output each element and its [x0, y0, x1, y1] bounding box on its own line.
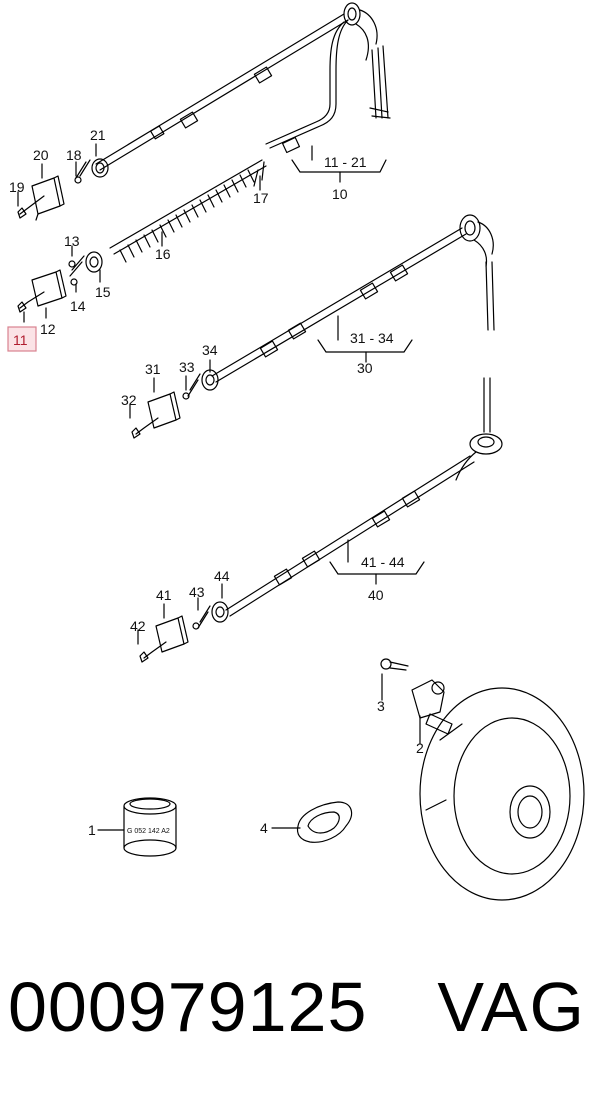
callout-15: 15: [95, 284, 111, 300]
callout-4: 4: [260, 820, 268, 836]
spring-16: [17, 159, 267, 313]
callout-18: 18: [66, 147, 82, 163]
highlight-box-11: [7, 326, 37, 352]
exploded-parts-diagram: 21 20 18 19 17 11 - 21 10 13 16 15 14 12…: [7, 2, 585, 901]
callout-12: 12: [40, 321, 56, 337]
cable-assembly-40: [139, 377, 503, 663]
callout-11: 11: [13, 332, 28, 348]
footer: 000979125 VAG: [0, 962, 600, 1062]
callout-16: 16: [155, 246, 171, 262]
callout-40: 40: [368, 587, 384, 603]
callout-32: 32: [121, 392, 137, 408]
callout-31-34: 31 - 34: [350, 330, 394, 346]
callout-41: 41: [156, 587, 172, 603]
callout-19: 19: [9, 179, 25, 195]
callout-14: 14: [70, 298, 86, 314]
callout-42: 42: [130, 618, 146, 634]
callout-21: 21: [90, 127, 106, 143]
callout-43: 43: [189, 584, 205, 600]
callout-20: 20: [33, 147, 49, 163]
brand-name: VAG: [437, 968, 586, 1046]
callout-1: 1: [88, 822, 96, 838]
callout-33: 33: [179, 359, 195, 375]
cable-assembly-10: [17, 2, 391, 221]
brake-disc: [419, 687, 585, 901]
callout-30: 30: [357, 360, 373, 376]
callout-31: 31: [145, 361, 161, 377]
callout-13: 13: [64, 233, 80, 249]
ring-marking: G 052 142 A2: [127, 828, 170, 835]
grommet: [296, 801, 353, 843]
callout-17: 17: [253, 190, 269, 206]
callout-44: 44: [214, 568, 230, 584]
cable-assembly-30: [131, 214, 495, 439]
callout-34: 34: [202, 342, 218, 358]
callout-10: 10: [332, 186, 348, 202]
callout-11-21: 11 - 21: [324, 154, 367, 170]
leader-lines: [17, 143, 425, 831]
sealing-ring: [123, 797, 177, 857]
callout-2: 2: [416, 740, 424, 756]
callout-41-44: 41 - 44: [361, 554, 405, 570]
callout-labels: 21 20 18 19 17 11 - 21 10 13 16 15 14 12…: [9, 127, 424, 838]
callout-3: 3: [377, 698, 385, 714]
wheel-speed-sensor: [411, 679, 453, 735]
part-number: 000979125: [8, 968, 368, 1046]
sensor-bolt: [380, 658, 409, 671]
